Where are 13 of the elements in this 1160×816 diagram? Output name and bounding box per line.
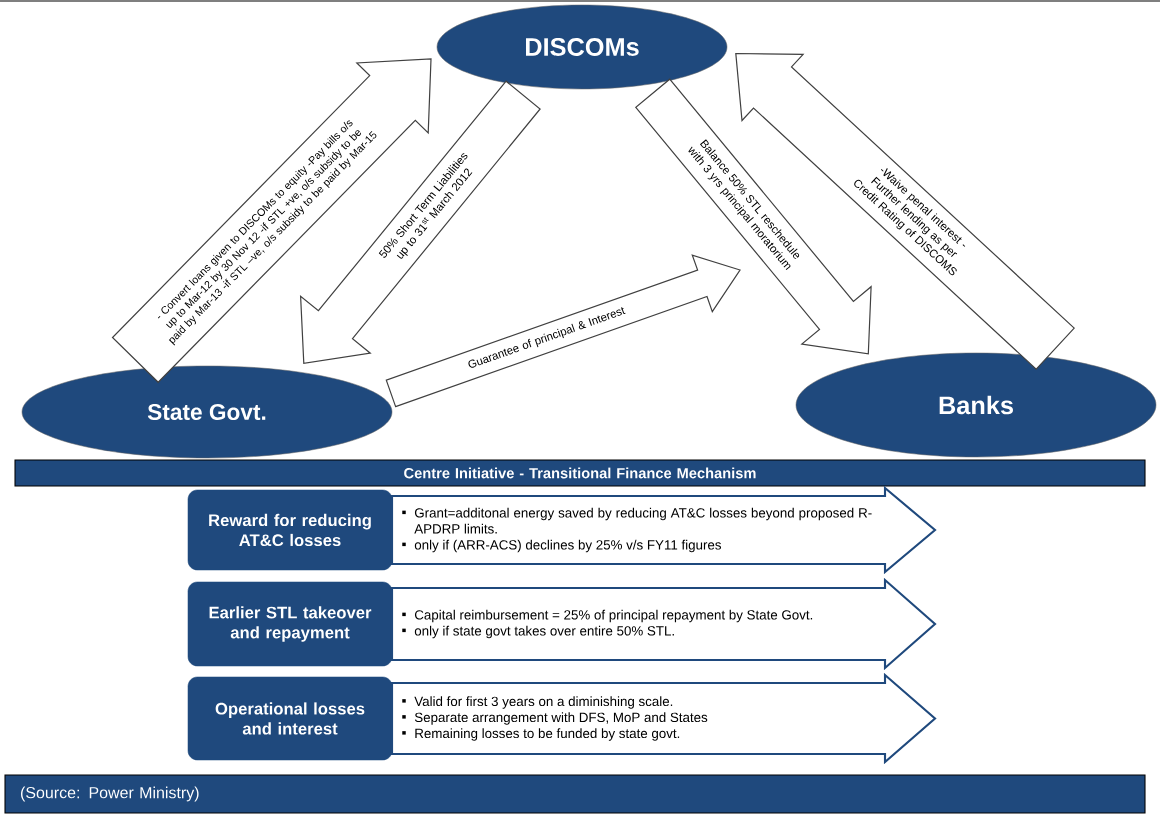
ellipse-node: Banks [795,352,1157,458]
block-arrow [299,80,541,365]
rounded-box: Earlier STL takeover and repayment [187,581,393,667]
ellipse-node: DISCOMs [436,4,728,90]
arrow-box: Valid for first 3 years on a diminishing scale. Separate arrangement with DFS, MoP and States Remaining losses to be funded by state govt. [390,672,937,765]
ellipse-node: State Govt. [21,365,393,459]
arrow-box: Grant=additonal energy saved by reducing AT&C losses beyond proposed R-APDRP limits. only if (ARR-ACS) declines by 25% v/s FY11 figures [390,485,937,575]
rounded-box: Reward for reducing AT&C losses [187,489,393,571]
arrow-box: Capital reimbursement = 25% of principal repayment by State Govt. only if state govt takes over entire 50% STL. [390,577,937,671]
title-band: Centre Initiative - Transitional Finance Mechanism [14,459,1146,487]
title-band: (Source: Power Ministry) [4,774,1146,814]
rounded-box: Operational losses and interest [187,676,393,761]
block-arrow [385,254,741,408]
